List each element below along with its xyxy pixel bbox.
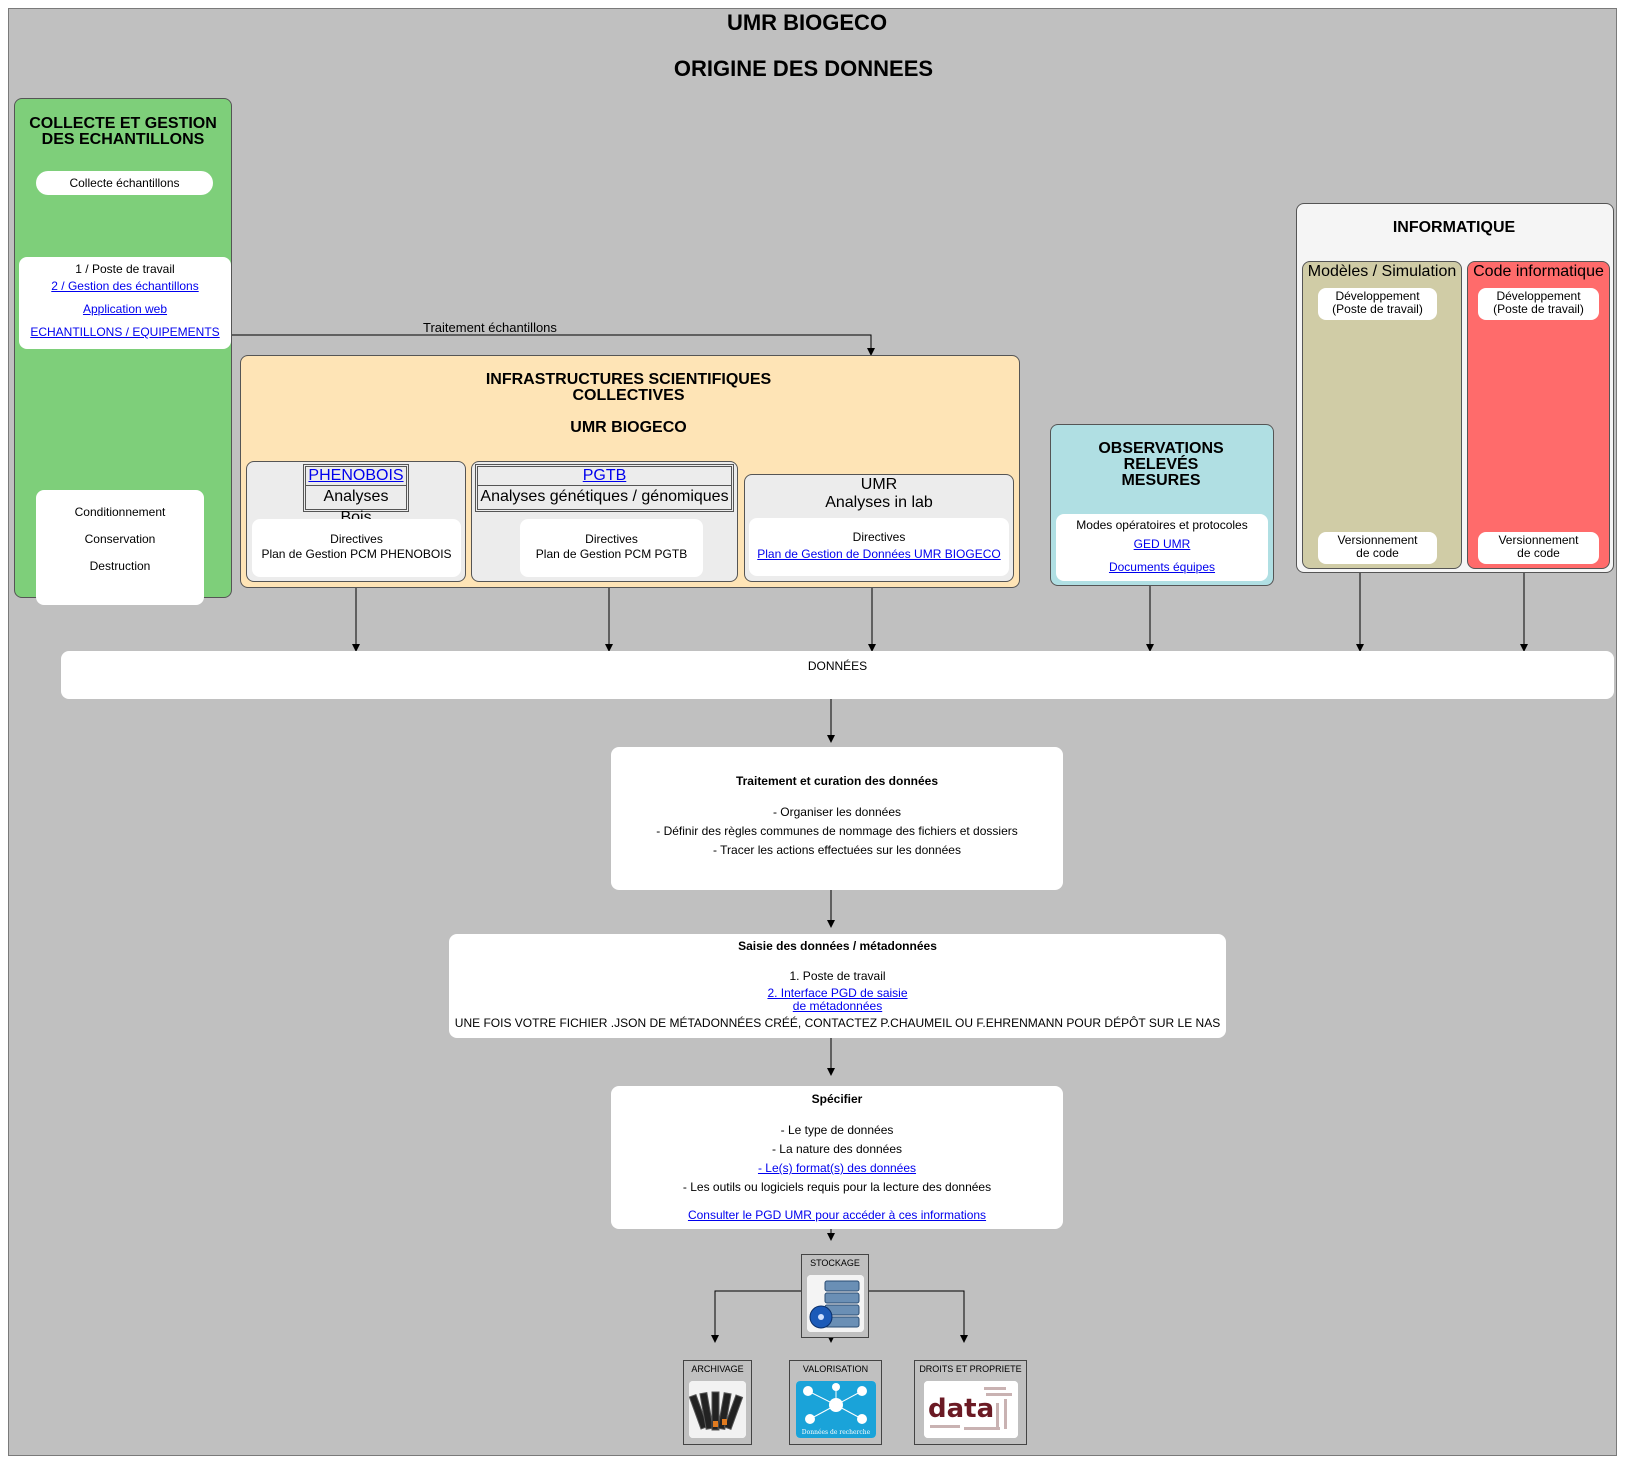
arrow-traitement-echantillons <box>232 334 875 356</box>
main-subtitle: ORIGINE DES DONNEES <box>673 56 934 81</box>
observations-panel: OBSERVATIONS RELEVÉS MESURES Modes opéra… <box>1050 424 1274 586</box>
donnees-bar: DONNÉES <box>61 651 1614 699</box>
archive-binders-icon <box>689 1381 746 1438</box>
documents-equipes-link[interactable]: Documents équipes <box>1108 560 1216 574</box>
traitement-echantillons-label: Traitement échantillons <box>423 320 557 335</box>
umr-header: UMR Analyses in lab <box>825 476 933 511</box>
specifier-outils: - Les outils ou logiciels requis pour la… <box>682 1180 992 1194</box>
network-valorisation-icon: Données de recherche <box>796 1381 876 1438</box>
modeles-panel: Modèles / Simulation Développement (Post… <box>1302 261 1462 569</box>
poste-travail-label: 1 / Poste de travail <box>75 262 175 276</box>
curation-item: - Définir des règles communes de nommage… <box>656 824 1018 838</box>
curation-item: - Organiser les données <box>772 805 902 819</box>
droits-box: DROITS ET PROPRIETE data <box>914 1360 1027 1445</box>
umr-directives-box: Directives Plan de Gestion de Données UM… <box>749 518 1009 576</box>
archivage-label: ARCHIVAGE <box>691 1364 744 1374</box>
phenobois-header: PHENOBOIS Analyses Bois <box>303 464 409 526</box>
modeles-dev-box: Développement (Poste de travail) <box>1318 288 1437 320</box>
umr-plan-link[interactable]: Plan de Gestion de Données UMR BIOGECO <box>757 547 1001 561</box>
conditionnement-box: Conditionnement Conservation Destruction <box>36 490 204 605</box>
modeles-title: Modèles / Simulation <box>1307 263 1457 280</box>
umr-panel: UMR Analyses in lab Directives Plan de G… <box>744 474 1014 582</box>
collecte-echantillons-box: Collecte échantillons <box>36 171 213 195</box>
phenobois-directives-box: Directives Plan de Gestion PCM PHENOBOIS <box>252 519 461 577</box>
pgtb-sub: Analyses génétiques / génomiques <box>480 488 729 505</box>
main-title: UMR BIOGECO <box>726 10 888 35</box>
pgtb-link[interactable]: PGTB <box>478 467 731 486</box>
curation-box: Traitement et curation des données - Org… <box>611 747 1063 890</box>
pgtb-panel: PGTB Analyses génétiques / génomiques Di… <box>471 461 738 582</box>
saisie-interface-link[interactable]: 2. Interface PGD de saisie de métadonnée… <box>767 986 908 1013</box>
archivage-box: ARCHIVAGE <box>683 1360 752 1445</box>
saisie-box: Saisie des données / métadonnées 1. Post… <box>449 934 1226 1038</box>
pgtb-plan-label: Plan de Gestion PCM PGTB <box>535 547 688 561</box>
application-web-link[interactable]: Application web <box>82 302 168 316</box>
modes-label: Modes opératoires et protocoles <box>1076 518 1248 532</box>
phenobois-panel: PHENOBOIS Analyses Bois Directives Plan … <box>246 461 466 582</box>
valorisation-label: VALORISATION <box>802 1364 869 1374</box>
infra-title: INFRASTRUCTURES SCIENTIFIQUES COLLECTIVE… <box>485 371 772 436</box>
informatique-panel: INFORMATIQUE Modèles / Simulation Dévelo… <box>1296 203 1614 573</box>
specifier-type: - Le type de données <box>780 1123 894 1137</box>
collecte-panel: COLLECTE ET GESTION DES ECHANTILLONS Col… <box>14 98 232 605</box>
connector-lines <box>114 197 1528 1343</box>
poste-travail-box: 1 / Poste de travail 2 / Gestion des éch… <box>19 257 231 349</box>
saisie-poste: 1. Poste de travail <box>789 969 886 983</box>
stockage-box: STOCKAGE <box>801 1254 869 1338</box>
curation-item: - Tracer les actions effectuées sur les … <box>713 843 961 857</box>
droits-label: DROITS ET PROPRIETE <box>919 1364 1022 1374</box>
consulter-pgd-link[interactable]: Consulter le PGD UMR pour accéder à ces … <box>687 1208 987 1222</box>
droits-data-word: data <box>928 1394 994 1424</box>
arrow-stockage-to-archivage <box>711 1290 831 1343</box>
pgtb-directives-box: Directives Plan de Gestion PCM PGTB <box>520 519 703 577</box>
valorisation-box: VALORISATION D <box>789 1360 882 1445</box>
phenobois-plan-label: Plan de Gestion PCM PHENOBOIS <box>261 547 452 561</box>
saisie-note: UNE FOIS VOTRE FICHIER .JSON DE MÉTADONN… <box>454 1016 1221 1030</box>
saisie-title: Saisie des données / métadonnées <box>738 939 937 953</box>
modeles-ver-box: Versionnement de code <box>1318 532 1437 564</box>
server-storage-icon <box>807 1275 864 1332</box>
specifier-formats-link[interactable]: - Le(s) format(s) des données <box>757 1161 917 1175</box>
echantillons-equipements-link[interactable]: ECHANTILLONS / EQUIPEMENTS <box>30 325 220 339</box>
informatique-title: INFORMATIQUE <box>1392 219 1516 236</box>
conditionnement-label: Conditionnement <box>74 505 166 519</box>
ged-umr-link[interactable]: GED UMR <box>1133 537 1191 551</box>
infra-panel: INFRASTRUCTURES SCIENTIFIQUES COLLECTIVE… <box>240 355 1020 588</box>
collecte-title: COLLECTE ET GESTION DES ECHANTILLONS <box>29 115 217 148</box>
code-title: Code informatique <box>1473 263 1604 280</box>
arrow-stockage-to-droits <box>831 1290 968 1343</box>
specifier-box: Spécifier - Le type de données - La natu… <box>611 1086 1063 1229</box>
phenobois-link[interactable]: PHENOBOIS <box>306 467 406 486</box>
destruction-label: Destruction <box>89 559 151 573</box>
specifier-title: Spécifier <box>811 1092 863 1106</box>
valorisation-caption: Données de recherche <box>802 1429 871 1436</box>
code-dev-box: Développement (Poste de travail) <box>1478 288 1599 320</box>
diagram-canvas: UMR BIOGECO ORIGINE DES DONNEES COLLECTE… <box>8 8 1617 1456</box>
conservation-label: Conservation <box>84 532 156 546</box>
observations-box: Modes opératoires et protocoles GED UMR … <box>1056 514 1268 581</box>
observations-title: OBSERVATIONS RELEVÉS MESURES <box>1098 440 1224 489</box>
gestion-echantillons-link[interactable]: 2 / Gestion des échantillons <box>51 279 199 293</box>
curation-title: Traitement et curation des données <box>735 774 939 788</box>
code-panel: Code informatique Développement (Poste d… <box>1467 261 1610 569</box>
specifier-list: - Le type de données - La nature des don… <box>611 1121 1063 1197</box>
pgtb-header: PGTB Analyses génétiques / génomiques <box>475 464 734 512</box>
code-ver-box: Versionnement de code <box>1478 532 1599 564</box>
stockage-label: STOCKAGE <box>810 1258 860 1268</box>
specifier-nature: - La nature des données <box>771 1142 903 1156</box>
data-wordcloud-icon: data <box>924 1381 1018 1438</box>
curation-list: - Organiser les données - Définir des rè… <box>611 803 1063 860</box>
